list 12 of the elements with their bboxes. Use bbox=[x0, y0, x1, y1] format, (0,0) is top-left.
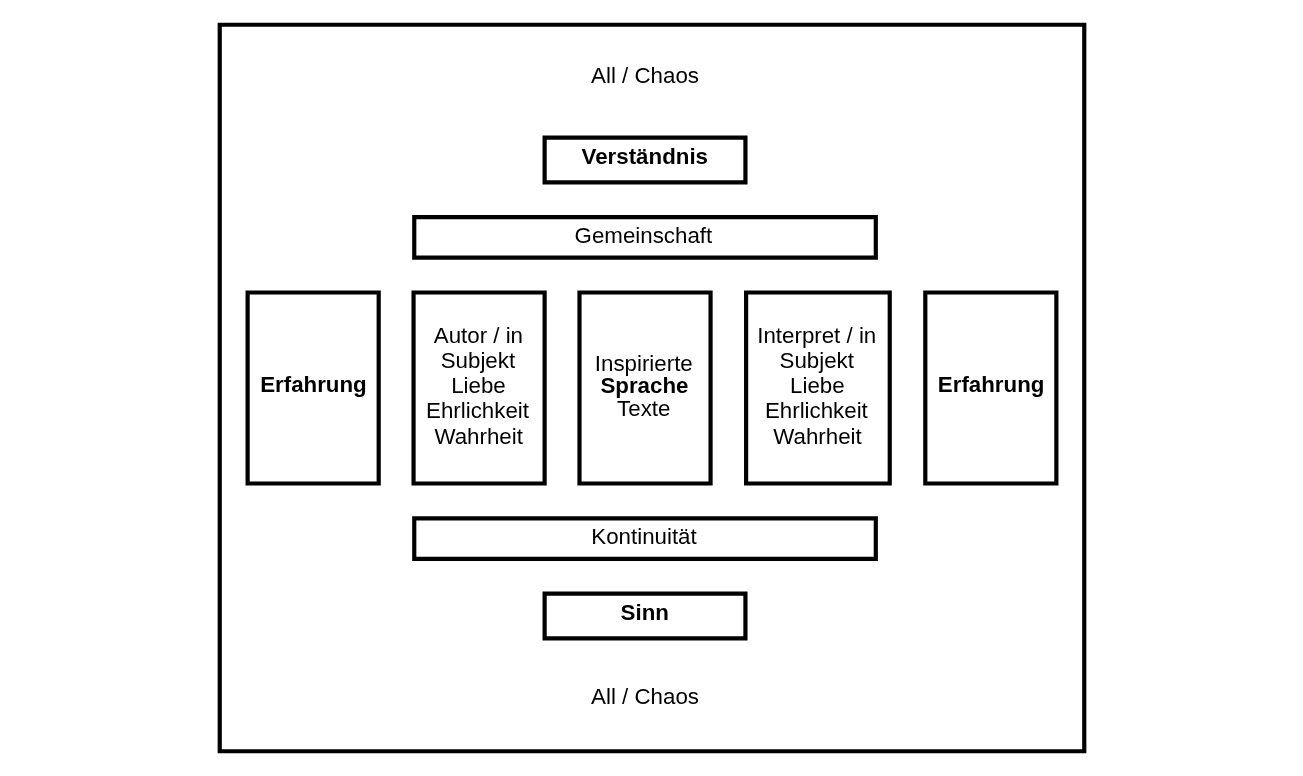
label: All / Chaos bbox=[590, 63, 699, 89]
node-box: Kontinuität bbox=[411, 516, 878, 561]
node-box: Erfahrung bbox=[245, 290, 381, 486]
node-box: Sinn bbox=[542, 591, 747, 641]
node-box: Inspirierte Sprache Texte bbox=[576, 290, 713, 486]
cluster bbox=[217, 22, 1086, 754]
node-box: Interpret / in Subjekt Liebe Ehrlichkeit Wahrheit bbox=[743, 290, 892, 486]
label: All / Chaos bbox=[590, 683, 699, 709]
node-box: Verständnis bbox=[542, 135, 747, 185]
node-box: Autor / in Subjekt Liebe Ehrlichkeit Wahrheit bbox=[410, 290, 547, 486]
node-box: Erfahrung bbox=[922, 290, 1058, 486]
node-box: Gemeinschaft bbox=[411, 215, 878, 260]
